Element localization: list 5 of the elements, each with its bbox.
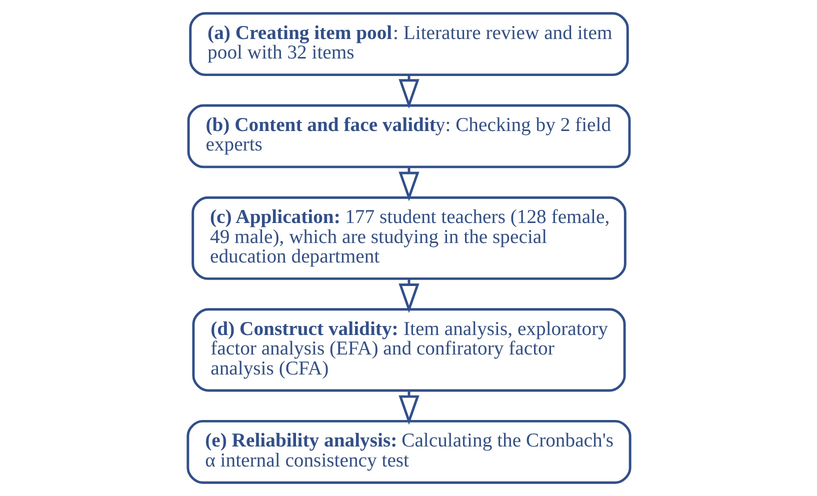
node-box: (a) Creating item pool: Literature review and item pool with 32 items: [188, 12, 628, 76]
node-box: (b) Content and face validity: Checking by 2 field experts: [186, 104, 630, 168]
node-box: (d) Construct validity: Item analysis, exploratory factor analysis (EFA) and confiratory factor analysis (CFA): [192, 308, 626, 392]
node-box: (c) Application: 177 student teachers (128 female, 49 male), which are studying in the special education department: [191, 196, 626, 280]
node-box: (e) Reliability analysis: Calculating the Cronbach's α internal consistency test: [186, 420, 631, 484]
